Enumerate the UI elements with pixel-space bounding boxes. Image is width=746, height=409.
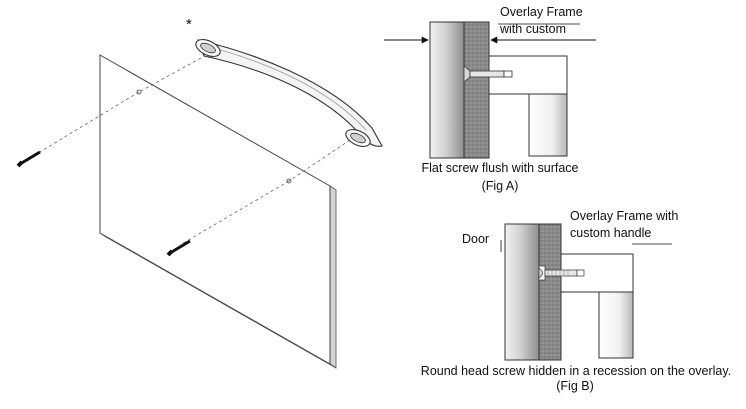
door-panel bbox=[99, 54, 331, 365]
handle-end-left bbox=[195, 39, 221, 57]
fig-b bbox=[500, 223, 672, 361]
screw-upper bbox=[16, 150, 41, 168]
fig-b-screw bbox=[538, 265, 585, 281]
fig-a-caption: Flat screw flush with surface bbox=[421, 161, 579, 175]
fig-a-overlay-label-line2: with custom bbox=[500, 22, 566, 36]
alignment-line bbox=[288, 139, 351, 182]
fig-a-name: (Fig A) bbox=[481, 179, 519, 193]
fig-b-caption: Round head screw hidden in a recession o… bbox=[420, 364, 732, 378]
fig-a bbox=[384, 21, 596, 159]
fig-b-overlay-label-line1: Overlay Frame with bbox=[570, 209, 679, 223]
screw-lower bbox=[166, 239, 191, 257]
exploded-view bbox=[16, 39, 383, 369]
fig-b-door-label: Door bbox=[462, 232, 490, 246]
handle-end-right bbox=[345, 129, 371, 147]
fig-b-handle-post bbox=[598, 291, 634, 359]
star-note-marker: * bbox=[186, 16, 192, 33]
fig-a-screw bbox=[463, 65, 513, 83]
fig-a-handle-post bbox=[528, 93, 568, 157]
handle-bar-highlight bbox=[205, 45, 367, 131]
fig-b-overlay-frame bbox=[538, 223, 562, 361]
fig-b-door bbox=[504, 223, 540, 361]
fig-b-name: (Fig B) bbox=[556, 379, 594, 393]
fig-a-overlay-frame bbox=[463, 21, 490, 159]
fig-a-overlay-label-line1: Overlay Frame bbox=[500, 5, 583, 19]
panel-edge bbox=[329, 185, 337, 369]
alignment-line bbox=[138, 57, 202, 93]
fig-b-overlay-label-line2: custom handle bbox=[570, 226, 652, 240]
fig-a-door bbox=[429, 21, 465, 159]
